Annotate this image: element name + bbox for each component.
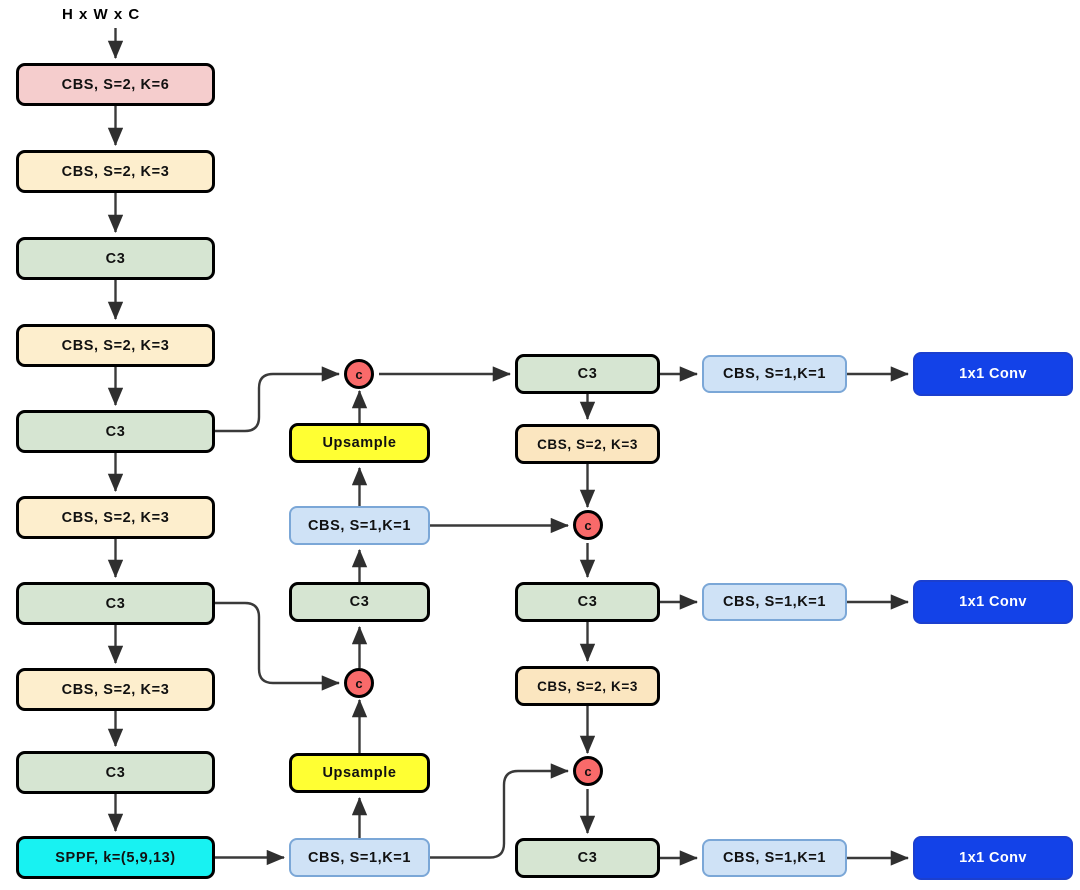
node-cbs-s1-k1-out-3[interactable]: CBS, S=1,K=1 [702,839,847,877]
concat-node-mid-right[interactable]: c [573,510,603,540]
node-c3-head-2[interactable]: C3 [515,582,660,622]
node-upsample-1[interactable]: Upsample [289,423,430,463]
node-cbs-s2-k3-1[interactable]: CBS, S=2, K=3 [16,150,215,193]
node-sppf[interactable]: SPPF, k=(5,9,13) [16,836,215,879]
node-cbs-s2-k3-head-2[interactable]: CBS, S=2, K=3 [515,666,660,706]
node-cbs-s1-k1-neck-1[interactable]: CBS, S=1,K=1 [289,506,430,545]
node-cbs-s2-k3-2[interactable]: CBS, S=2, K=3 [16,324,215,367]
node-c3-neck-1[interactable]: C3 [289,582,430,622]
node-c3-backbone-4[interactable]: C3 [16,751,215,794]
node-1x1-conv-3[interactable]: 1x1 Conv [913,836,1073,880]
node-c3-head-1[interactable]: C3 [515,354,660,394]
concat-node-top[interactable]: c [344,359,374,389]
node-cbs-s1-k1-neck-2[interactable]: CBS, S=1,K=1 [289,838,430,877]
concat-node-mid-left[interactable]: c [344,668,374,698]
node-cbs-s1-k1-out-2[interactable]: CBS, S=1,K=1 [702,583,847,621]
node-cbs-s2-k3-head-1[interactable]: CBS, S=2, K=3 [515,424,660,464]
node-upsample-2[interactable]: Upsample [289,753,430,793]
node-1x1-conv-1[interactable]: 1x1 Conv [913,352,1073,396]
node-cbs-s2-k6[interactable]: CBS, S=2, K=6 [16,63,215,106]
input-tensor-label: H x W x C [62,6,141,23]
node-c3-head-3[interactable]: C3 [515,838,660,878]
concat-node-bottom-right[interactable]: c [573,756,603,786]
node-cbs-s1-k1-out-1[interactable]: CBS, S=1,K=1 [702,355,847,393]
node-cbs-s2-k3-3[interactable]: CBS, S=2, K=3 [16,496,215,539]
node-1x1-conv-2[interactable]: 1x1 Conv [913,580,1073,624]
node-c3-backbone-3[interactable]: C3 [16,582,215,625]
node-cbs-s2-k3-4[interactable]: CBS, S=2, K=3 [16,668,215,711]
node-c3-backbone-2[interactable]: C3 [16,410,215,453]
node-c3-backbone-1[interactable]: C3 [16,237,215,280]
